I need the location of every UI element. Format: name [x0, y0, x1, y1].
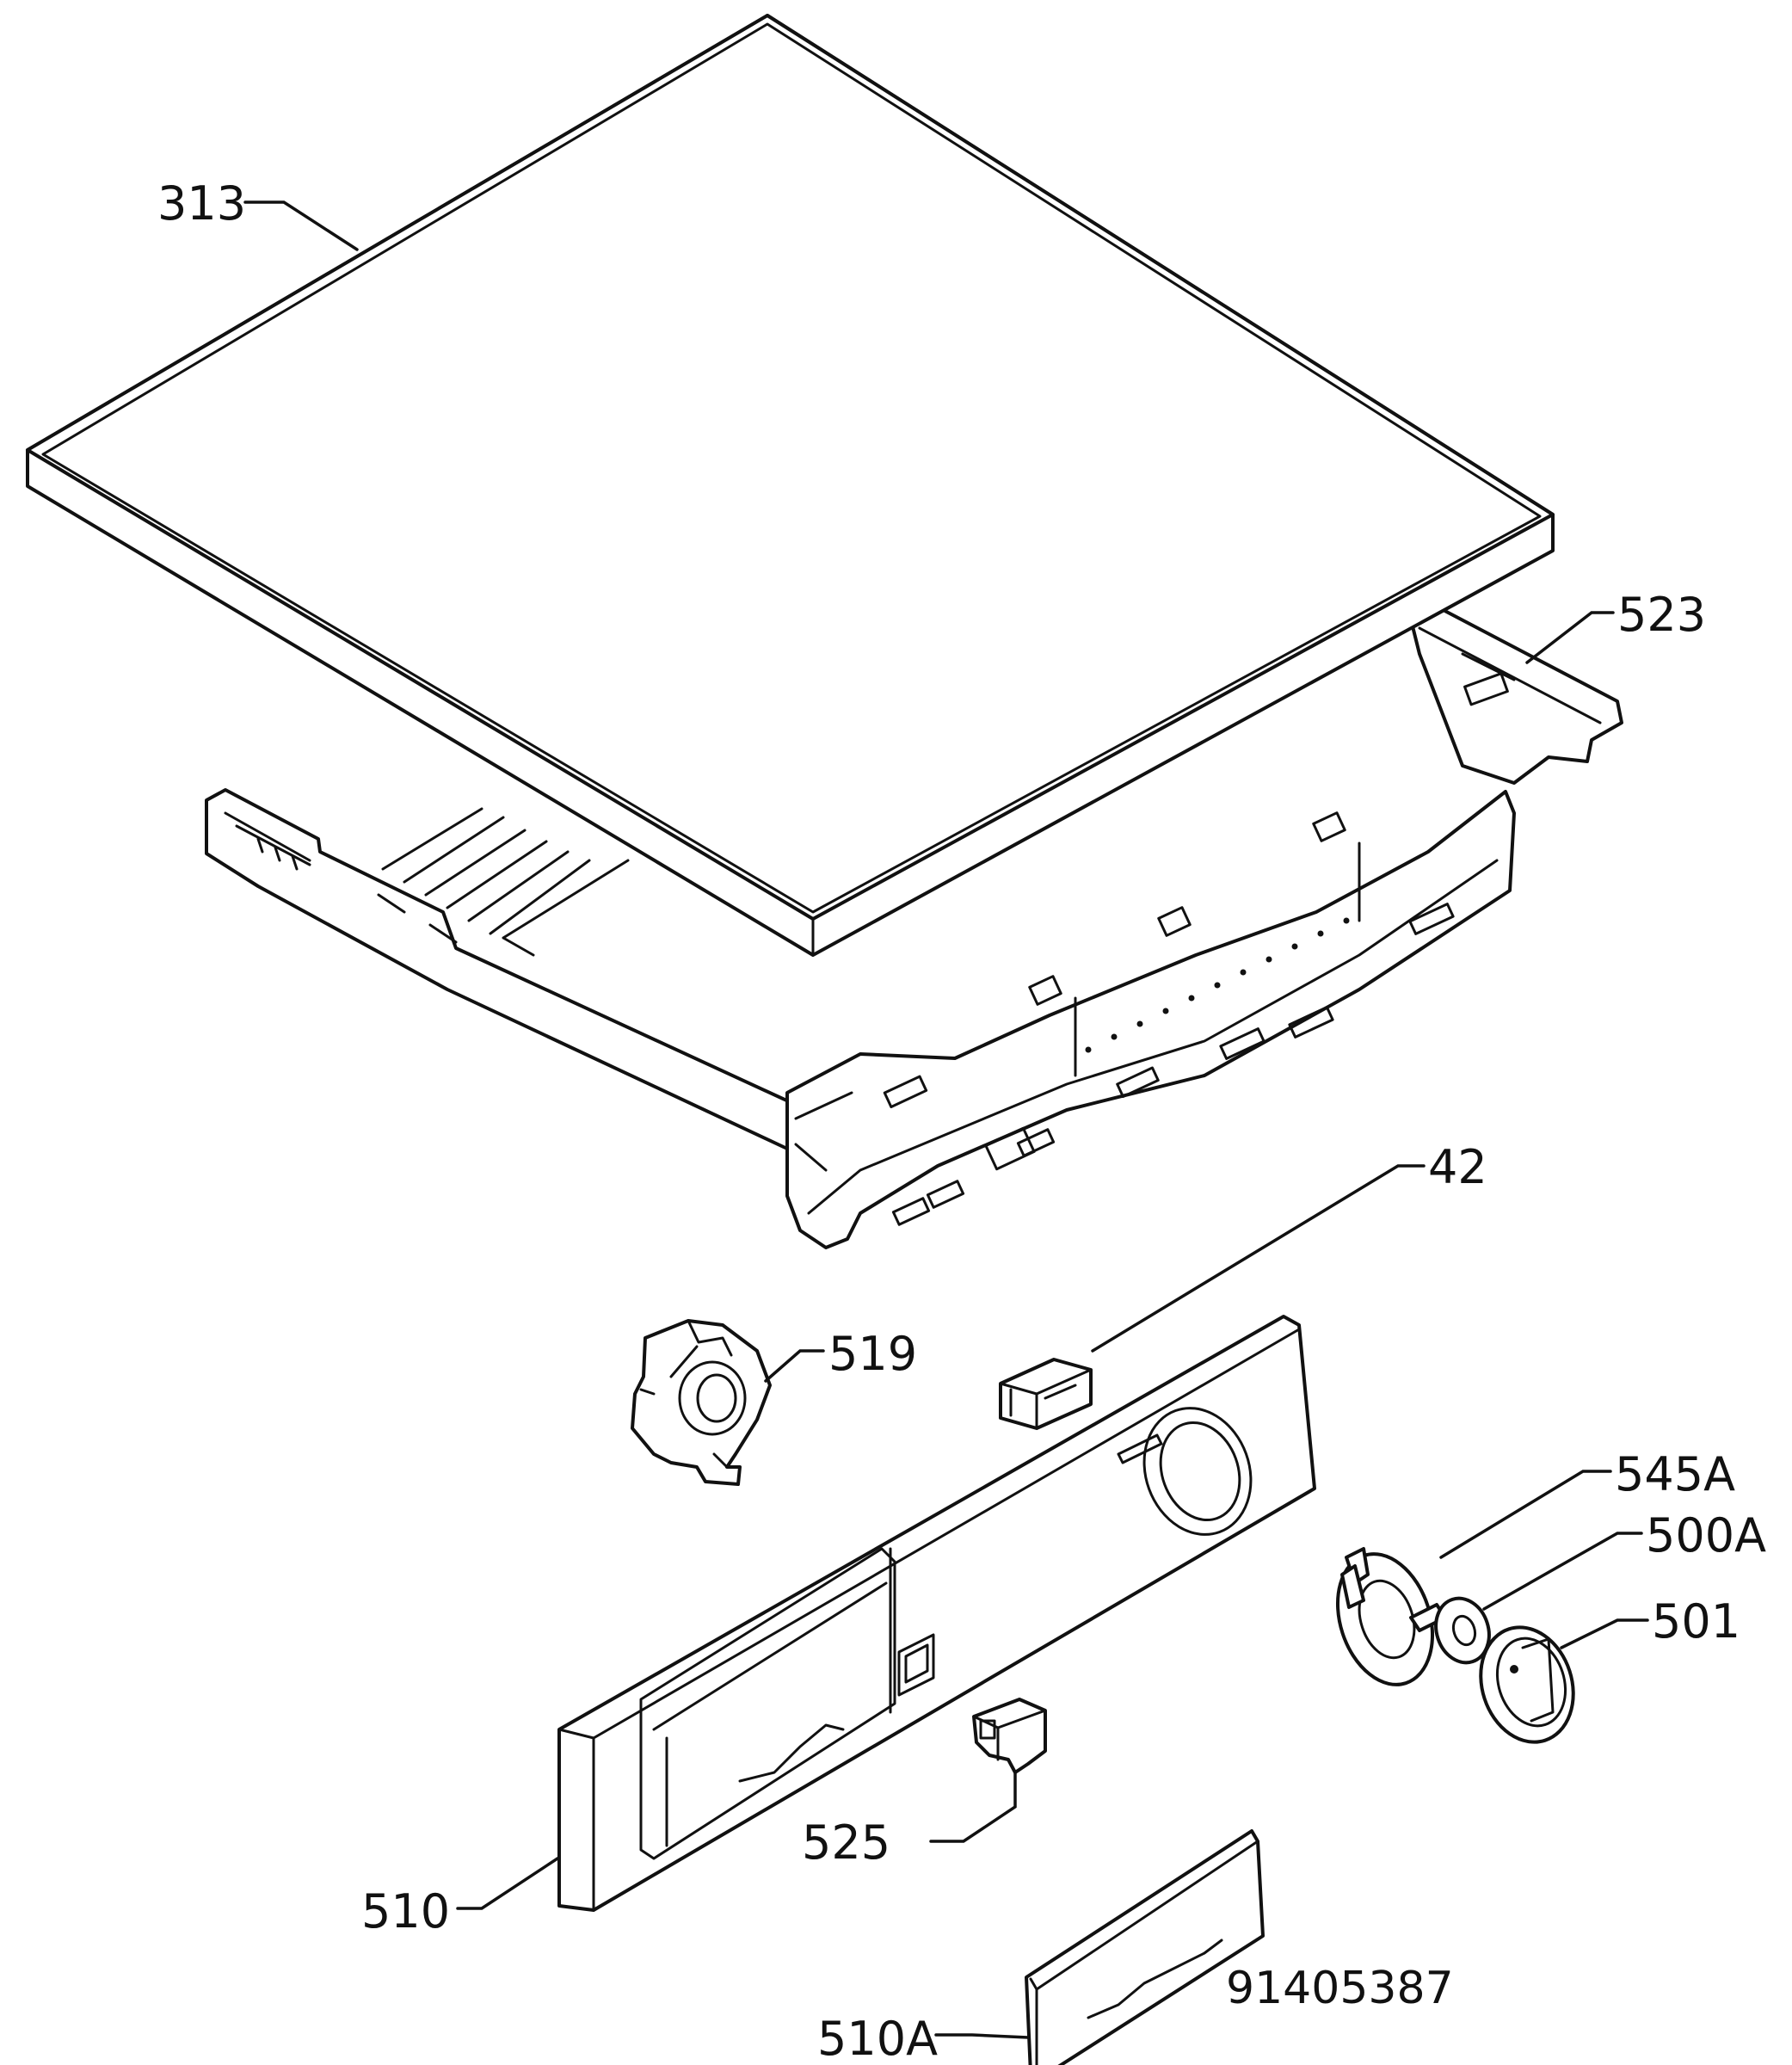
leader-519: [764, 1349, 825, 1383]
leader-lines: [243, 200, 1649, 2039]
label-501: 501: [1652, 1594, 1740, 1649]
label-525: 525: [802, 1815, 890, 1870]
part-510A-cover-strip: [1025, 1829, 1265, 2065]
leader-501: [1560, 1618, 1649, 1649]
leader-500A: [1482, 1532, 1643, 1611]
leader-510: [456, 1857, 559, 1910]
label-42: 42: [1428, 1140, 1487, 1194]
label-523: 523: [1617, 588, 1706, 642]
part-42-switch: [999, 1358, 1093, 1430]
part-545A-knob-base: [1335, 1547, 1447, 1686]
document-number: 91405387: [1226, 1963, 1454, 2014]
label-519: 519: [828, 1327, 917, 1381]
leader-545A: [1439, 1470, 1612, 1559]
label-313: 313: [157, 176, 246, 231]
part-523-panel-frame: [205, 605, 1623, 1249]
leader-525: [929, 1771, 1017, 1843]
part-501-knob: [1479, 1625, 1575, 1744]
callout-labels: 313 523 42 519 545A 500A 501 525 510 510…: [157, 176, 1766, 2065]
part-519-bracket: [631, 1319, 772, 1486]
part-510-control-panel: [557, 1315, 1316, 1912]
part-525-connector: [972, 1698, 1047, 1774]
label-510A: 510A: [817, 2012, 938, 2065]
part-313-worktop: [26, 14, 1555, 957]
leader-523: [1525, 611, 1615, 664]
label-510: 510: [361, 1884, 450, 1939]
leader-313: [243, 200, 359, 251]
part-500A-knob-ring: [1434, 1596, 1491, 1665]
label-500A: 500A: [1646, 1508, 1766, 1563]
leader-510A: [934, 2033, 1030, 2039]
label-545A: 545A: [1615, 1447, 1735, 1501]
leader-42: [1091, 1164, 1426, 1353]
